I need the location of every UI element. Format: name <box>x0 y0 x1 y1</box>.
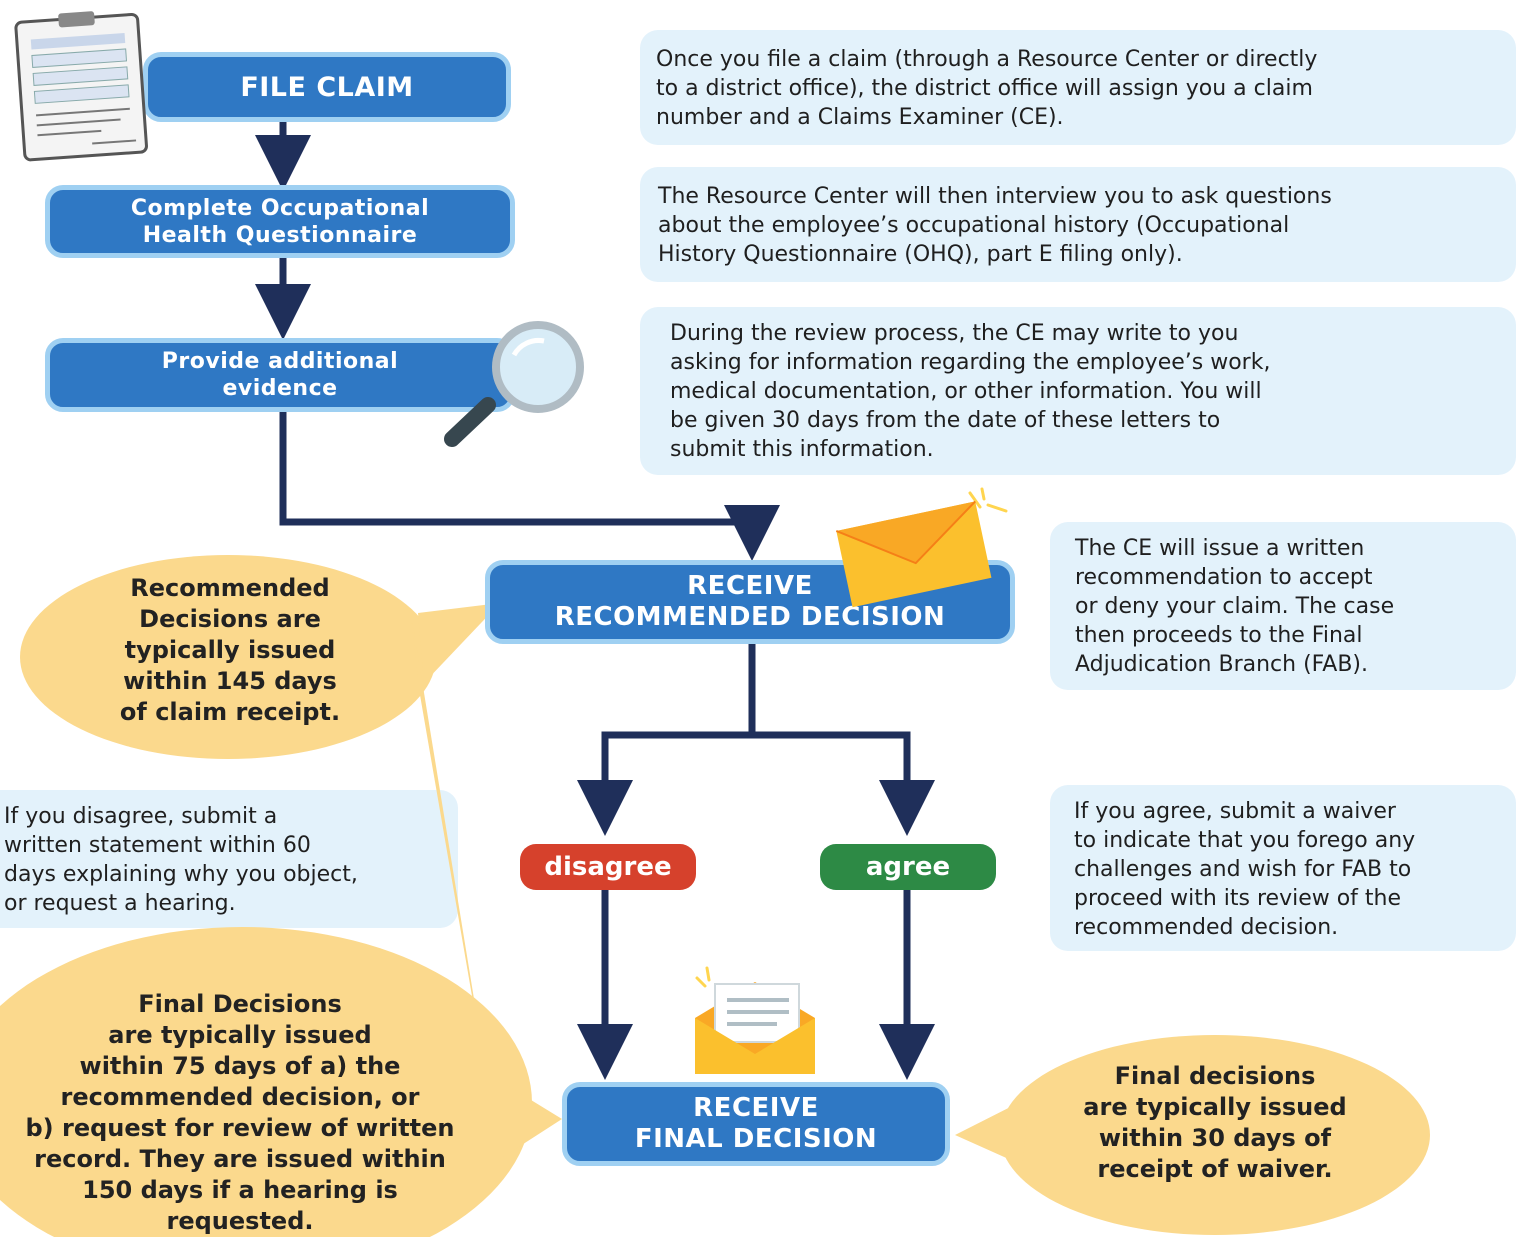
step-questionnaire: Complete Occupational Health Questionnai… <box>45 185 515 258</box>
bubble-recommended-line5: of claim receipt. <box>119 698 341 726</box>
step-evidence-line2: evidence <box>222 376 338 401</box>
note-recommended: The CE will issue a written recommendati… <box>1050 522 1516 690</box>
note-agree-line1: If you agree, submit a waiver <box>1074 799 1396 824</box>
bubble-final-left-line7: 150 days if a hearing is <box>82 1176 398 1204</box>
step-final-decision: RECEIVE FINAL DECISION <box>562 1082 950 1166</box>
note-disagree-line4: or request a hearing. <box>4 891 236 916</box>
bubble-recommended-timing: Recommended Decisions are typically issu… <box>20 555 500 1158</box>
bubble-recommended-line1: Recommended <box>130 574 330 602</box>
branch-agree-label: agree <box>865 852 951 882</box>
bubble-final-left-line1: Final Decisions <box>138 990 342 1018</box>
bubble-final-left-line6: record. They are issued within <box>34 1145 446 1173</box>
note-evidence-line3: medical documentation, or other informat… <box>670 379 1262 404</box>
bubble-recommended-line4: within 145 days <box>123 667 337 695</box>
arrow-evidence-to-recommended <box>279 410 780 561</box>
note-questionnaire-line1: The Resource Center will then interview … <box>658 184 1332 209</box>
note-evidence-line1: During the review process, the CE may wr… <box>670 321 1239 346</box>
note-recommended-line2: recommendation to accept <box>1075 565 1373 590</box>
bubble-final-right-line2: are typically issued <box>1083 1093 1347 1121</box>
step-questionnaire-line2: Health Questionnaire <box>142 222 418 248</box>
note-questionnaire: The Resource Center will then interview … <box>640 167 1516 282</box>
bubble-final-left-line2: are typically issued <box>108 1021 372 1049</box>
note-evidence-line4: be given 30 days from the date of these … <box>670 408 1221 433</box>
step-recommended-decision: RECEIVE RECOMMENDED DECISION <box>485 560 1015 644</box>
note-recommended-line4: then proceeds to the Final <box>1075 623 1363 648</box>
branch-disagree: disagree <box>520 844 696 890</box>
step-questionnaire-line1: Complete Occupational <box>130 195 430 221</box>
bubble-final-left-line4: recommended decision, or <box>60 1083 420 1111</box>
bubble-final-right-line1: Final decisions <box>1114 1062 1316 1090</box>
note-evidence-line2: asking for information regarding the emp… <box>670 350 1271 375</box>
note-agree-line4: proceed with its review of the <box>1074 886 1402 911</box>
open-letter-icon <box>695 966 815 1074</box>
bubble-final-right-line4: receipt of waiver. <box>1097 1155 1333 1183</box>
magnifier-icon <box>444 321 584 447</box>
note-agree-line2: to indicate that you forego any <box>1074 828 1416 853</box>
note-file-claim-line2: to a district office), the district offi… <box>656 76 1313 101</box>
note-evidence-line5: submit this information. <box>670 437 934 462</box>
clipboard-icon <box>14 11 148 162</box>
bubble-final-left-shape <box>0 927 562 1237</box>
branch-agree: agree <box>820 844 996 890</box>
step-file-claim: FILE CLAIM <box>143 52 511 122</box>
note-file-claim-line3: number and a Claims Examiner (CE). <box>656 105 1064 130</box>
note-recommended-line3: or deny your claim. The case <box>1075 594 1395 619</box>
note-disagree-line1: If you disagree, submit a <box>4 804 278 829</box>
step-final-line1: RECEIVE <box>693 1093 819 1123</box>
bubble-final-left-line8: requested. <box>166 1207 314 1235</box>
bubble-final-timing-left: Final Decisions are typically issued wit… <box>0 927 562 1237</box>
bubble-final-right-line3: within 30 days of <box>1098 1124 1332 1152</box>
note-disagree-line3: days explaining why you object, <box>4 862 358 887</box>
note-questionnaire-line3: History Questionnaire (OHQ), part E fili… <box>658 242 1183 267</box>
note-recommended-line1: The CE will issue a written <box>1075 536 1365 561</box>
bubble-final-timing-right: Final decisions are typically issued wit… <box>955 1035 1430 1235</box>
note-disagree-line2: written statement within 60 <box>4 833 311 858</box>
bubble-recommended-line2: Decisions are <box>139 605 321 633</box>
connector-recommended-split <box>577 642 756 836</box>
step-file-claim-label: FILE CLAIM <box>240 71 414 103</box>
step-evidence-line1: Provide additional <box>161 349 399 374</box>
bubble-final-right-shape <box>955 1035 1430 1235</box>
step-evidence: Provide additional evidence <box>45 338 515 412</box>
note-file-claim-line1: Once you file a claim (through a Resourc… <box>656 47 1318 72</box>
note-file-claim: Once you file a claim (through a Resourc… <box>640 30 1516 145</box>
connector-recommended-split-right <box>752 731 935 836</box>
note-questionnaire-line2: about the employee’s occupational histor… <box>658 213 1290 238</box>
note-agree-line5: recommended decision. <box>1074 915 1339 940</box>
note-agree-line3: challenges and wish for FAB to <box>1074 857 1412 882</box>
note-evidence: During the review process, the CE may wr… <box>640 307 1516 475</box>
note-disagree: If you disagree, submit a written statem… <box>0 790 458 928</box>
step-recommended-line2: RECOMMENDED DECISION <box>554 602 946 632</box>
step-recommended-line1: RECEIVE <box>687 571 813 601</box>
bubble-recommended-line3: typically issued <box>124 636 336 664</box>
step-final-line2: FINAL DECISION <box>634 1124 878 1154</box>
envelope-icon <box>835 487 1008 608</box>
note-agree: If you agree, submit a waiver to indicat… <box>1050 785 1516 951</box>
note-recommended-line5: Adjudication Branch (FAB). <box>1075 652 1369 677</box>
branch-disagree-label: disagree <box>544 852 672 882</box>
bubble-final-left-line5: b) request for review of written <box>25 1114 455 1142</box>
bubble-final-left-line3: within 75 days of a) the <box>79 1052 401 1080</box>
